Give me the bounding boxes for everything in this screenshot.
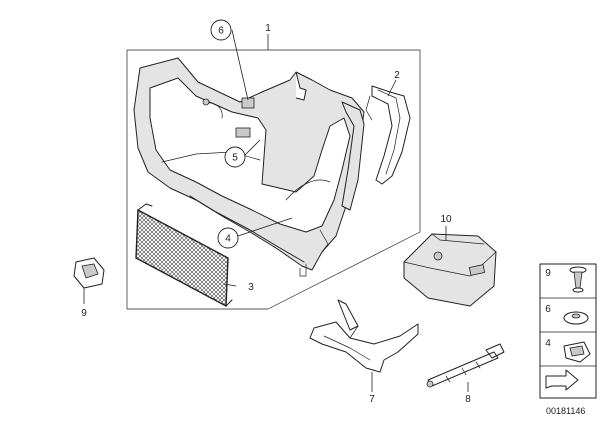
callout-6: 6 — [210, 19, 232, 41]
small-cap — [73, 257, 105, 289]
callout-9: 9 — [81, 308, 87, 319]
callout-label: 9 — [81, 308, 87, 319]
callout-label: 5 — [232, 153, 238, 164]
callout-label: 4 — [225, 234, 231, 245]
hardware-legend — [539, 263, 597, 399]
callout-5: 5 — [224, 146, 246, 168]
legend-label: 9 — [545, 268, 551, 279]
callout-2: 2 — [394, 70, 400, 81]
callout-4: 4 — [217, 227, 239, 249]
callout-10: 10 — [440, 214, 452, 225]
clip-icon — [569, 266, 587, 293]
legend-label: 6 — [545, 304, 551, 315]
reference-arrow-icon — [545, 369, 579, 391]
callout-label: 8 — [465, 394, 471, 405]
lower-trim-piece — [309, 299, 419, 373]
luggage-net — [135, 203, 233, 308]
callout-8: 8 — [465, 394, 471, 405]
trunk-side-trim-panel — [133, 57, 365, 277]
washer-icon — [563, 311, 589, 325]
callout-label: 10 — [440, 214, 452, 225]
callout-3: 3 — [248, 282, 254, 293]
cap-icon — [563, 341, 591, 363]
storage-tray — [403, 233, 497, 307]
legend-label: 4 — [545, 338, 551, 349]
callout-label: 6 — [218, 26, 224, 37]
callout-label: 7 — [369, 394, 375, 405]
tie-down-strap — [426, 343, 505, 388]
assembly-frame — [126, 49, 421, 310]
callout-label: 2 — [394, 70, 400, 81]
side-bracket — [365, 85, 411, 185]
callout-1: 1 — [265, 23, 271, 34]
document-number: 00181146 — [546, 406, 585, 416]
callout-label: 1 — [265, 23, 271, 34]
callout-label: 3 — [248, 282, 254, 293]
callout-7: 7 — [369, 394, 375, 405]
leader-lines — [83, 29, 469, 392]
